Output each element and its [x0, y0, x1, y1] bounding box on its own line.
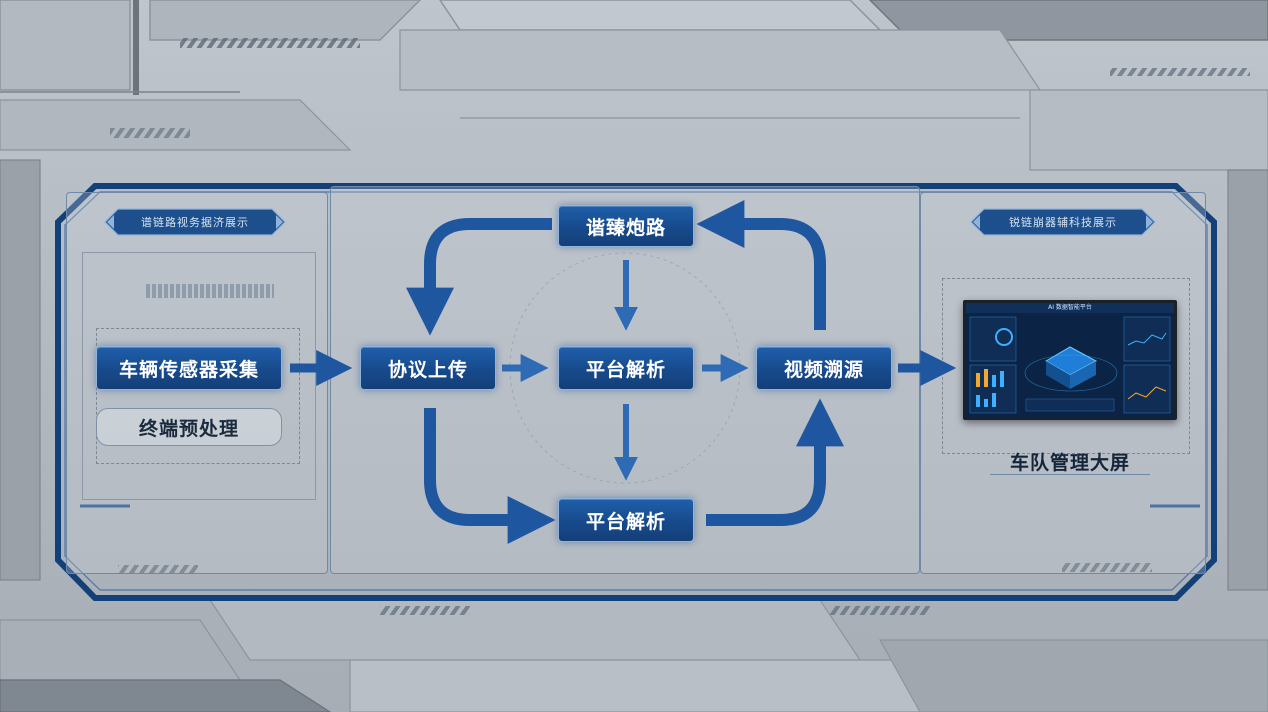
node-terminal-preprocess[interactable]: 终端预处理	[96, 408, 282, 446]
right-banner-text: 锐链崩器辅科技展示	[1009, 216, 1117, 229]
left-inner-frame	[82, 252, 316, 500]
fleet-dashboard-screen[interactable]: AI 数据智能平台	[963, 300, 1177, 420]
node-top-link[interactable]: 谐臻炮路	[558, 205, 694, 247]
node-vehicle-sensor[interactable]: 车辆传感器采集	[96, 346, 282, 390]
left-banner: 谱链路视务据济展示	[104, 208, 286, 236]
dashboard-preview	[966, 303, 1174, 417]
node-video-trace[interactable]: 视频溯源	[756, 346, 892, 390]
right-banner-shape	[970, 208, 1156, 236]
left-dashed-frame	[96, 328, 300, 464]
caption-underline	[990, 474, 1150, 475]
right-banner: 锐链崩器辅科技展示	[970, 208, 1156, 236]
left-banner-text: 谱链路视务据济展示	[141, 216, 249, 229]
fleet-screen-caption: 车队管理大屏	[1009, 452, 1130, 474]
left-tiny-text-band	[146, 284, 274, 298]
screen-title: AI 数据智能平台	[1048, 304, 1092, 311]
node-platform-parse-middle[interactable]: 平台解析	[558, 346, 694, 390]
node-protocol-upload[interactable]: 协议上传	[360, 346, 496, 390]
node-platform-parse-bottom[interactable]: 平台解析	[558, 498, 694, 542]
left-banner-shape	[104, 208, 286, 236]
